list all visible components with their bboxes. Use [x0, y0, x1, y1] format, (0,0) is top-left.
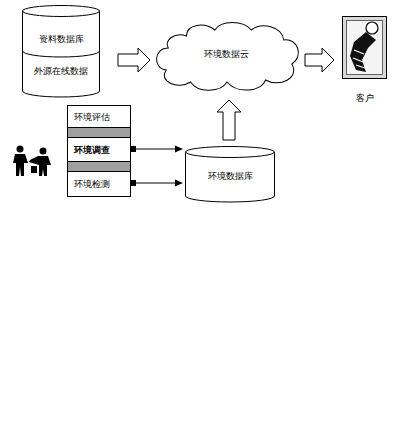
arrow-line [130, 146, 183, 153]
separator-bar [68, 128, 131, 138]
separator-bar [68, 162, 131, 172]
database-cylinder: 资料数据库外源在线数据 [22, 5, 100, 97]
node-label: 环境检测 [74, 178, 110, 190]
cyl2-shape [22, 5, 100, 97]
node-label: 环境数据云 [150, 48, 302, 60]
node-label: 环境数据库 [185, 170, 275, 182]
node-label: 客户 [336, 92, 394, 104]
node-label: 环境调查 [74, 144, 110, 156]
node-label: 资料数据库 [22, 33, 100, 45]
process-box: 环境检测 [67, 171, 131, 197]
block-arrow [217, 100, 241, 140]
node-label: 环境评估 [74, 111, 110, 123]
block-arrow [118, 48, 150, 72]
people-icon [13, 146, 51, 177]
data-cloud: 环境数据云 [150, 18, 302, 94]
customer-shape [336, 12, 394, 106]
node-label: 外源在线数据 [22, 65, 100, 77]
database-cylinder: 环境数据库 [185, 146, 275, 202]
customer-figure: 客户 [336, 12, 394, 106]
process-box: 环境评估 [67, 105, 131, 128]
stack-frame [68, 106, 131, 197]
arrow-line [130, 180, 183, 187]
block-arrow [305, 48, 334, 72]
process-box: 环境调查 [67, 137, 131, 162]
